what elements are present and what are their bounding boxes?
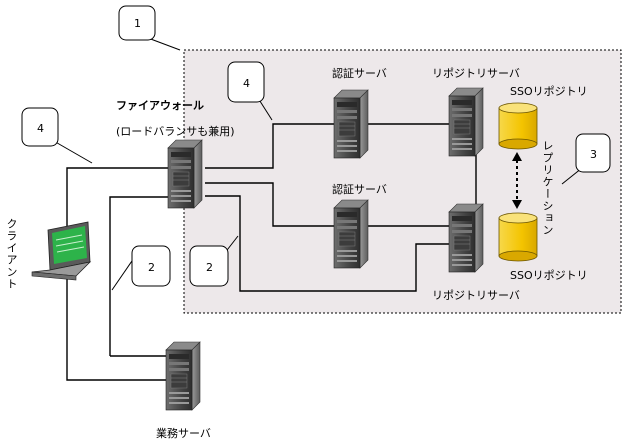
business-server-label: 業務サーバ (156, 427, 211, 440)
auth-server-1-label: 認証サーバ (332, 67, 387, 80)
firewall-title: ファイアウォール (116, 99, 204, 112)
callout-4-top (227, 61, 273, 121)
callout-1-number: 1 (134, 17, 141, 30)
business-server-icon (165, 341, 201, 411)
callout-2-left (111, 245, 171, 291)
network-links (66, 123, 477, 381)
auth-server-1-icon (333, 89, 369, 159)
callout-2-mid-number: 2 (206, 261, 213, 274)
callout-4-left-number: 4 (37, 122, 44, 135)
replication-label: レプリケーション (541, 140, 554, 236)
firewall-server-icon (167, 139, 203, 209)
auth-server-2-label: 認証サーバ (332, 183, 387, 196)
client-label: クライアント (5, 218, 18, 290)
callout-2-left-number: 2 (148, 261, 155, 274)
repo-server-1-icon (448, 87, 484, 157)
client-laptop-icon (31, 221, 92, 281)
callout-3 (561, 133, 611, 185)
callout-1 (118, 5, 181, 51)
sso-repo-2-database-icon (498, 212, 538, 262)
sso-repo-1-label: SSOリポジトリ (510, 85, 588, 98)
replication-arrow (512, 152, 522, 209)
firewall-subtitle: (ロードバランサも兼用) (116, 125, 235, 138)
callout-4-left (21, 107, 93, 164)
auth-server-2-icon (333, 199, 369, 269)
callout-4-top-number: 4 (243, 77, 250, 90)
repo-server-1-label: リポジトリサーバ (432, 67, 520, 80)
sso-repo-2-label: SSOリポジトリ (510, 269, 588, 282)
callout-2-mid (189, 235, 239, 287)
callout-3-number: 3 (590, 148, 597, 161)
sso-repo-1-database-icon (498, 102, 538, 150)
repo-server-2-icon (448, 203, 484, 273)
repo-server-2-label: リポジトリサーバ (432, 289, 520, 302)
